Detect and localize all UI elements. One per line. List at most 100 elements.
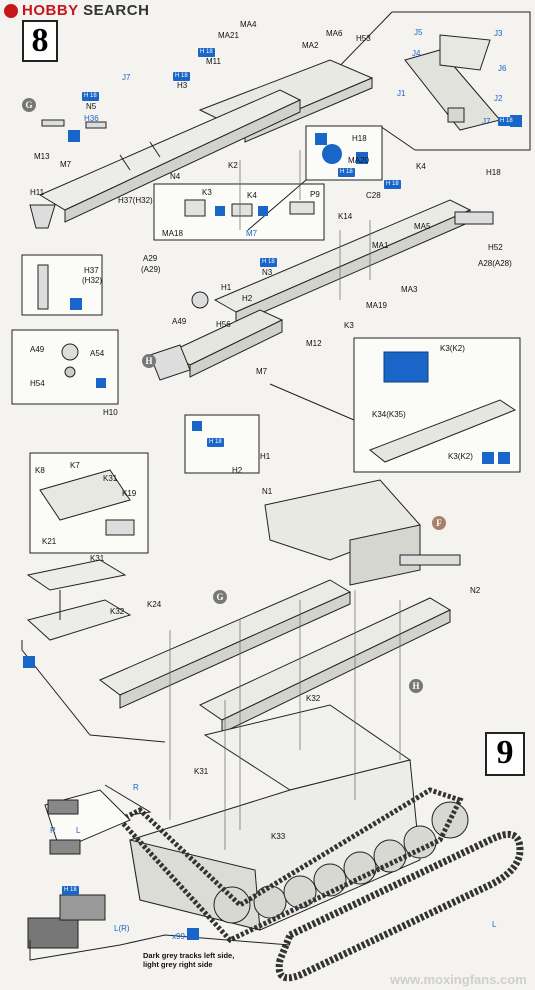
sprue-chip: H 18 (82, 92, 99, 101)
track-color-note: Dark grey tracks left side, light grey r… (143, 951, 234, 969)
part-label: MA5 (414, 222, 431, 231)
part-label: J7 (122, 73, 131, 82)
part-label: J3 (494, 29, 503, 38)
part-label: (A29) (141, 265, 161, 274)
part-label: x99 (172, 932, 185, 941)
sub-assembly-g-marker-2: G (213, 590, 227, 604)
part-label: K31 (103, 474, 118, 483)
part-label: (H32) (82, 276, 103, 285)
part-label: H52 (488, 243, 503, 252)
part-label: A29 (143, 254, 158, 263)
part-label: MA18 (162, 229, 183, 238)
part-label: K3 (202, 188, 212, 197)
part-label: K3(K2) (440, 344, 465, 353)
part-label: N1 (262, 487, 273, 496)
part-label: K34(K35) (372, 410, 406, 419)
part-label: N3 (262, 268, 273, 277)
part-label: MA6 (326, 29, 343, 38)
part-label: H10 (103, 408, 118, 417)
part-label: MA21 (218, 31, 239, 40)
part-label: MA19 (366, 301, 387, 310)
part-label: N4 (170, 172, 181, 181)
part-label: H18 (352, 134, 367, 143)
part-label: C28 (366, 191, 381, 200)
part-label: K4 (247, 191, 257, 200)
part-label: K7 (70, 461, 80, 470)
part-label: H56 (216, 320, 231, 329)
logo-icon (4, 4, 18, 18)
site-logo[interactable]: HOBBY SEARCH (22, 2, 149, 19)
part-label: K21 (42, 537, 57, 546)
part-label: M11 (206, 57, 221, 66)
part-label: J4 (412, 49, 421, 58)
part-label: A28(A28) (478, 259, 512, 268)
part-label: M13 (34, 152, 50, 161)
part-label: MA20 (348, 156, 369, 165)
part-label: MA3 (401, 285, 418, 294)
sprue-chip: H 18 (173, 72, 190, 81)
part-label: H18 (486, 168, 501, 177)
part-label: M7 (256, 367, 268, 376)
part-label: H37(H32) (118, 196, 153, 205)
part-label: K3 (344, 321, 354, 330)
part-label: K3(K2) (448, 452, 473, 461)
step-8-box: 8 (22, 20, 58, 62)
sprue-chip: H 18 (498, 117, 515, 126)
part-label: M7 (246, 229, 258, 238)
part-label: K8 (35, 466, 45, 475)
part-label: A49 (30, 345, 45, 354)
part-label: M7 (60, 160, 72, 169)
part-label: P9 (310, 190, 320, 199)
part-label: J2 (494, 94, 503, 103)
part-label: H3 (177, 81, 188, 90)
part-label: H2 (242, 294, 253, 303)
decal-icons (23, 115, 522, 940)
part-label: J1 (397, 89, 406, 98)
part-label: H1 (221, 283, 232, 292)
part-label: J7 (482, 117, 491, 126)
part-label: MA2 (302, 41, 319, 50)
sprue-chip: H 18 (207, 438, 224, 447)
part-label: K4 (416, 162, 426, 171)
part-label: N5 (86, 102, 97, 111)
sprue-chip: H 18 (62, 886, 79, 895)
part-label: MA1 (372, 241, 389, 250)
part-label: H2 (232, 466, 243, 475)
part-label: K24 (147, 600, 162, 609)
note-line-2: light grey right side (143, 960, 213, 969)
part-label: K19 (122, 489, 137, 498)
part-label: R (50, 826, 56, 835)
part-label: H53 (356, 34, 371, 43)
part-label: H36 (84, 114, 99, 123)
sprue-chip: H 18 (384, 180, 401, 189)
sprue-chip: H 18 (260, 258, 277, 267)
part-label: J5 (414, 28, 423, 37)
sub-assembly-f-marker: F (432, 516, 446, 530)
part-label: N2 (470, 586, 481, 595)
step-9-box: 9 (485, 732, 525, 776)
sub-assembly-h-marker-2: H (409, 679, 423, 693)
part-label: A54 (90, 349, 105, 358)
note-line-1: Dark grey tracks left side, (143, 951, 235, 960)
part-label: MA4 (240, 20, 257, 29)
part-label: H54 (30, 379, 45, 388)
part-label: L(R) (114, 924, 130, 933)
part-label: R (133, 783, 139, 792)
part-label: L (492, 920, 497, 929)
sub-assembly-h-marker: H (142, 354, 156, 368)
part-label: K31 (90, 554, 105, 563)
watermark: www.moxingfans.com (390, 972, 527, 987)
part-label: K32 (110, 607, 125, 616)
part-label: H11 (30, 188, 45, 197)
part-label: K33 (271, 832, 286, 841)
part-label: A49 (172, 317, 187, 326)
part-label: L (76, 826, 81, 835)
part-label: H37 (84, 266, 99, 275)
part-label: K31 (194, 767, 209, 776)
logo-word-2: SEARCH (83, 2, 150, 19)
sprue-chip: H 18 (338, 168, 355, 177)
step-8-number: 8 (31, 22, 49, 59)
logo-word-1: HOBBY (22, 2, 79, 19)
